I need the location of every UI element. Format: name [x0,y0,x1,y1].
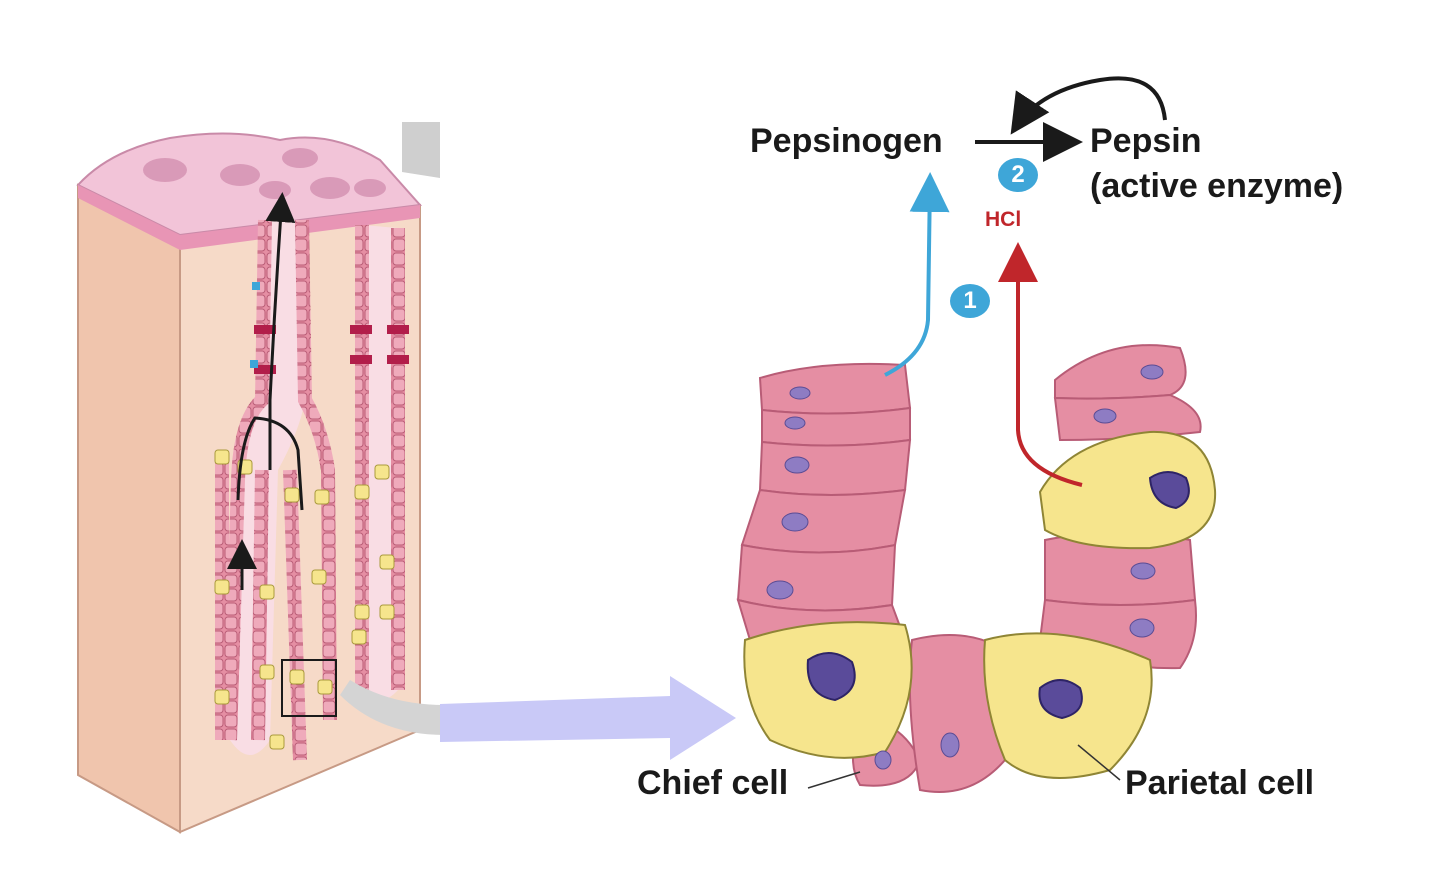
step-1-badge: 1 [950,284,990,318]
mucosa-block [76,122,440,834]
step-2-badge: 2 [998,158,1038,192]
pink-cell [758,362,912,415]
pepsin-note-label: (active enzyme) [1090,167,1344,205]
callout-arrow [340,676,736,760]
magnified-gland [736,344,1217,793]
callout-box [281,659,337,717]
autocatalysis-arrow [1010,76,1167,135]
gastric-glands [214,192,409,761]
pepsinogen-secretion-arrow [884,172,950,377]
chief-cell-label: Chief cell [637,764,789,802]
parietal-cell-label: Parietal cell [1125,764,1315,802]
parietal-cell-upper [1038,430,1217,550]
hcl-label: HCl [985,208,1022,231]
secretion-arrows [884,76,1167,487]
pepsinogen-label: Pepsinogen [750,122,943,160]
pepsin-label: Pepsin [1090,122,1202,160]
hcl-secretion-arrow [998,242,1083,487]
